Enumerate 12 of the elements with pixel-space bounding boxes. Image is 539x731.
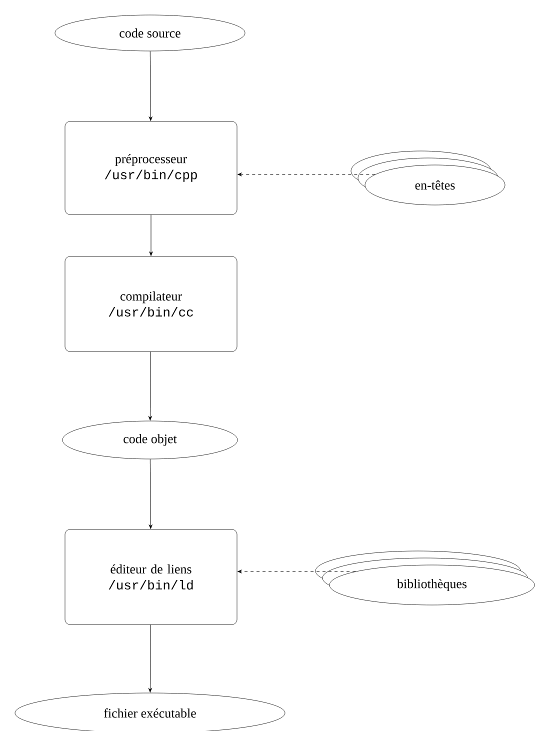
arrow — [149, 214, 153, 256]
arrow — [148, 624, 152, 692]
arrow — [148, 458, 152, 529]
arrow — [238, 172, 376, 176]
ellipse-stack: bibliothèques — [315, 550, 535, 606]
arrow — [148, 50, 152, 121]
arrow — [148, 351, 152, 420]
ellipse-stack: en-têtes — [350, 150, 506, 206]
arrow — [238, 570, 356, 574]
process-box: éditeur de liens /usr/bin/ld — [64, 529, 238, 625]
process-box: préprocesseur /usr/bin/cpp — [64, 121, 238, 215]
process-box: compilateur /usr/bin/cc — [64, 256, 238, 352]
